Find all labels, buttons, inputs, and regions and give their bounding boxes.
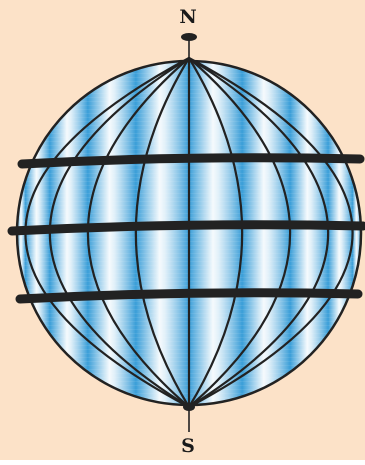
- south-pole-cap: [183, 403, 195, 411]
- north-pole-label: N: [173, 8, 203, 27]
- north-pole-cap: [181, 33, 197, 41]
- south-pole-label: S: [173, 437, 203, 456]
